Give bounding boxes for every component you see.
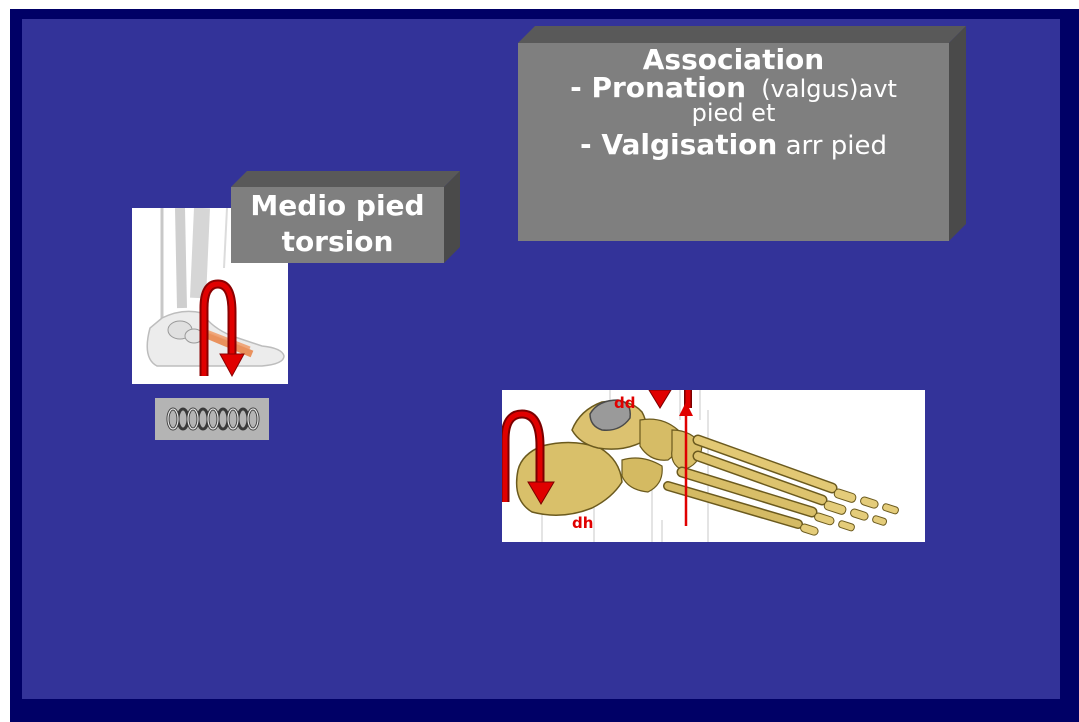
spring-image: [155, 398, 269, 440]
medio-box-top-face: [231, 171, 460, 187]
valgisation-detail: arr pied: [777, 131, 887, 161]
label-dd: dd: [614, 394, 635, 412]
medio-line2: torsion: [231, 224, 444, 260]
foot-skeleton-image: dd dh: [502, 390, 925, 542]
label-dh: dh: [572, 514, 593, 532]
association-line-pronation: - Pronation (valgus)avt: [518, 76, 949, 101]
valgisation-label: - Valgisation: [580, 128, 777, 161]
association-line-pied-et: pied et: [518, 101, 949, 125]
association-box: Association - Pronation (valgus)avt pied…: [518, 26, 966, 241]
medio-box-front: Medio pied torsion: [231, 187, 444, 263]
association-line-valgisation: - Valgisation arr pied: [518, 125, 949, 166]
medio-line1: Medio pied: [231, 188, 444, 224]
medio-pied-box: Medio pied torsion: [231, 171, 460, 263]
association-box-top-face: [518, 26, 966, 43]
association-box-side-face: [949, 26, 966, 241]
medio-box-side-face: [444, 171, 460, 263]
association-box-front: Association - Pronation (valgus)avt pied…: [518, 43, 949, 241]
